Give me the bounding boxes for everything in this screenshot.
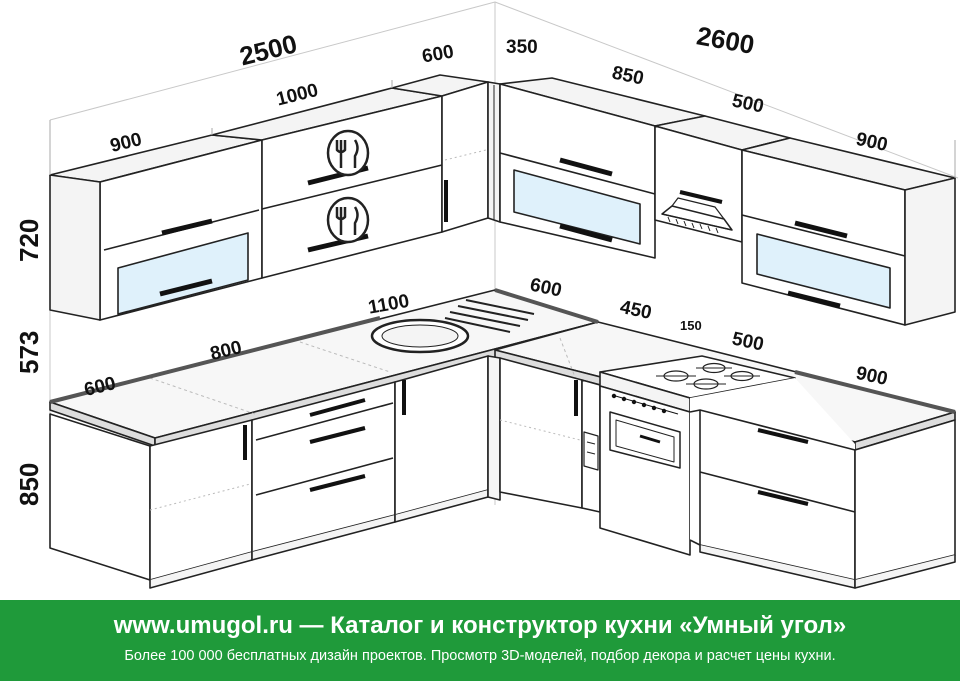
cutlery-icon <box>326 196 370 244</box>
base-cabinet-right-corner <box>487 355 583 509</box>
dim-total-right: 2600 <box>694 20 756 60</box>
sink-icon <box>370 299 535 354</box>
base-cabinet-right-450 <box>581 379 601 513</box>
dim-upper-right-500: 500 <box>730 90 765 117</box>
base-cabinet-right-end-900 <box>854 419 956 589</box>
dim-upper-right-850: 850 <box>610 62 645 89</box>
dim-upper-right-900: 900 <box>854 129 889 156</box>
stove-burner-icon <box>656 362 760 390</box>
promo-banner-subtitle: Более 100 000 бесплатных дизайн проектов… <box>124 648 836 664</box>
base-cabinet-left-sink-1100 <box>394 355 489 523</box>
dim-height-gap: 573 <box>14 331 44 374</box>
upper-cabinet-right-900 <box>741 137 956 326</box>
upper-cabinet-left-1000 <box>211 87 443 279</box>
dim-base-right-600: 600 <box>528 274 563 301</box>
dim-total-left: 2500 <box>237 28 300 71</box>
kitchen-diagram: 2500 2600 900 1000 600 350 850 500 900 7… <box>14 1 959 589</box>
dimension-lines <box>49 80 956 178</box>
promo-banner-title[interactable]: www.umugol.ru — Каталог и конструктор ку… <box>113 612 847 639</box>
base-cabinet-right-drawers-500 <box>689 378 856 589</box>
countertop-left <box>49 289 599 447</box>
stove <box>599 355 796 556</box>
dim-base-right-450: 450 <box>618 297 653 324</box>
upper-cabinet-left-600-tall <box>391 74 489 233</box>
promo-banner: www.umugol.ru — Каталог и конструктор ку… <box>0 600 960 681</box>
dim-base-right-900: 900 <box>854 363 889 390</box>
base-cabinet-left-corner <box>49 413 253 589</box>
cutlery-icon <box>326 129 370 177</box>
upper-cabinet-right-350 <box>487 81 501 223</box>
stove-knobs <box>611 393 667 414</box>
dim-base-right-150: 150 <box>680 318 702 333</box>
range-hood-cabinet-500 <box>654 115 791 243</box>
countertop-edges <box>49 288 956 414</box>
dim-height-upper: 720 <box>14 219 44 262</box>
dim-height-base: 850 <box>14 463 44 506</box>
dim-base-right-500: 500 <box>730 328 765 355</box>
dim-upper-left-1000: 1000 <box>274 80 320 111</box>
dim-upper-right-350: 350 <box>506 37 538 58</box>
dim-upper-left-600: 600 <box>421 41 456 67</box>
upper-cabinet-left-900 <box>49 134 263 321</box>
range-hood-icon <box>661 197 733 234</box>
